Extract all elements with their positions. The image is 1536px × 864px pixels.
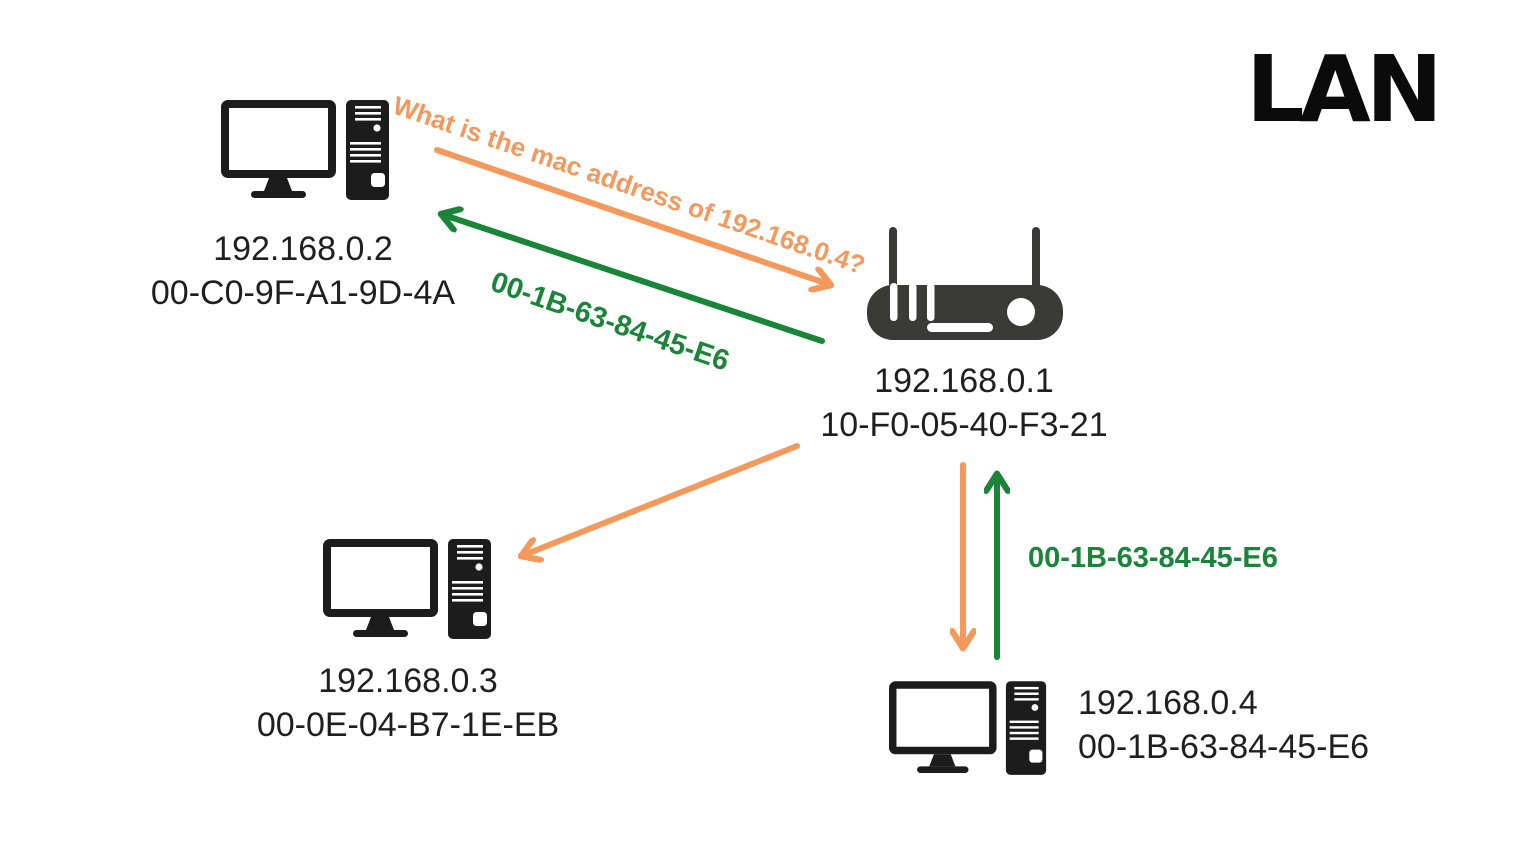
pc4-mac: 00-1B-63-84-45-E6 xyxy=(1078,728,1370,767)
pc2-ip: 192.168.0.2 xyxy=(213,230,393,268)
broadcast-arrow-router-to-pc3 xyxy=(524,443,800,555)
wireless-router-icon xyxy=(867,227,1063,340)
desktop-computer-icon xyxy=(889,681,1048,777)
router-ip: 192.168.0.1 xyxy=(874,362,1054,400)
pc3-ip: 192.168.0.3 xyxy=(318,662,498,700)
page-title: LAN xyxy=(1246,36,1443,143)
pc3-label: 192.168.0.3 00-0E-04-B7-1E-EB xyxy=(208,659,608,747)
pc4-ip: 192.168.0.4 xyxy=(1078,684,1258,722)
arp-reply-label-to-pc2: 00-1B-63-84-45-E6 xyxy=(486,266,734,378)
desktop-computer-icon xyxy=(323,539,493,641)
pc4-label: 192.168.0.4 00-1B-63-84-45-E6 xyxy=(1078,681,1438,769)
pc3-mac: 00-0E-04-B7-1E-EB xyxy=(256,706,560,745)
pc2-mac: 00-C0-9F-A1-9D-4A xyxy=(150,274,456,313)
router-mac: 10-F0-05-40-F3-21 xyxy=(820,406,1108,445)
pc2-label: 192.168.0.2 00-C0-9F-A1-9D-4A xyxy=(103,227,503,315)
router-label: 192.168.0.1 10-F0-05-40-F3-21 xyxy=(764,359,1164,447)
desktop-computer-icon xyxy=(221,100,391,202)
arp-reply-label-from-pc4: 00-1B-63-84-45-E6 xyxy=(1028,542,1278,574)
